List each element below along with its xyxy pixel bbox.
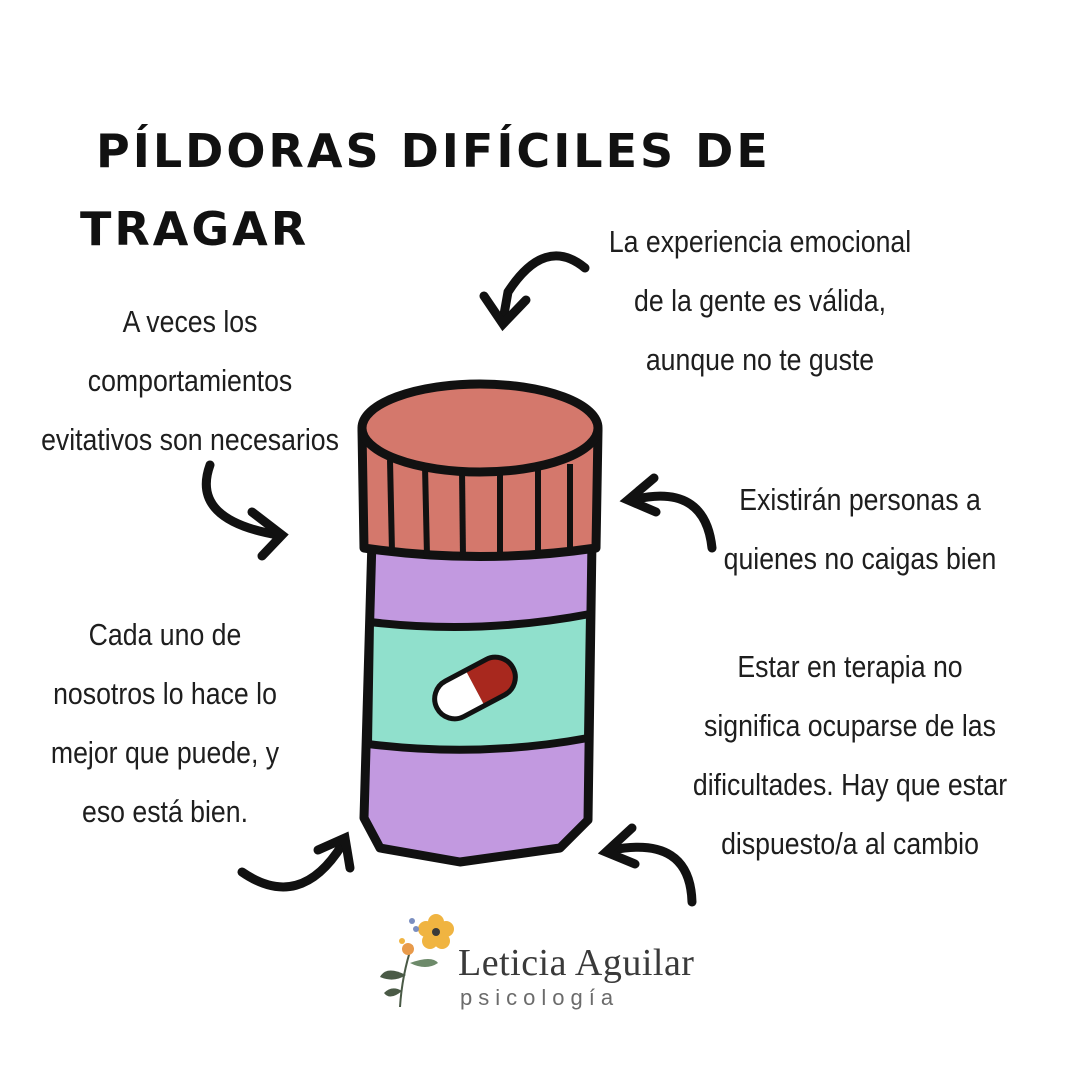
curved-arrow-icon — [597, 823, 697, 907]
logo-subtitle: psicología — [460, 985, 620, 1010]
pill-bottle-icon — [357, 379, 603, 867]
note-line: de la gente es válida, — [634, 283, 886, 318]
note-line: La experiencia emocional — [608, 224, 912, 259]
note-line: significa ocuparse de las — [704, 708, 996, 743]
title-line-2: tragar — [80, 202, 310, 256]
page-title: Píldoras difíciles de tragar — [80, 112, 780, 268]
lid-ridges — [387, 459, 573, 559]
logo-name: Leticia Aguilar — [458, 942, 695, 984]
note-line: dispuesto/a al cambio — [721, 826, 979, 861]
note-therapy-change: Estar en terapia no significa ocuparse d… — [669, 637, 1030, 873]
note-not-liked: Existirán personas a quienes no caigas b… — [705, 470, 1015, 588]
note-line: Estar en terapia no — [737, 649, 963, 684]
note-line: quienes no caigas bien — [723, 541, 997, 576]
jar-lid-top — [357, 379, 603, 477]
note-line: evitativos son necesarios — [41, 422, 339, 457]
brand-logo: Leticia Aguilar psicología — [372, 905, 712, 1015]
note-line: comportamientos — [87, 363, 293, 398]
note-emotional-experience: La experiencia emocional de la gente es … — [588, 212, 932, 389]
note-line: Existirán personas a — [739, 482, 981, 517]
note-line: nosotros lo hace lo — [53, 676, 277, 711]
curved-arrow-icon — [201, 460, 289, 561]
pill-icon — [432, 654, 518, 722]
note-avoidant-behaviors: A veces los comportamientos evitativos s… — [27, 292, 354, 469]
note-line: eso está bien. — [81, 794, 249, 829]
flower-logo-icon — [380, 914, 454, 1008]
title-line-1: Píldoras difíciles de — [96, 124, 771, 178]
curved-arrow-icon — [479, 251, 590, 332]
note-line: mejor que puede, y — [50, 735, 280, 770]
note-doing-best: Cada uno de nosotros lo hace lo mejor qu… — [23, 605, 307, 841]
curved-arrow-icon — [237, 831, 355, 892]
curved-arrow-icon — [619, 473, 717, 553]
note-line: Cada uno de — [88, 617, 242, 652]
note-line: aunque no te guste — [645, 342, 875, 377]
note-line: dificultades. Hay que estar — [692, 767, 1008, 802]
note-line: A veces los — [122, 304, 258, 339]
